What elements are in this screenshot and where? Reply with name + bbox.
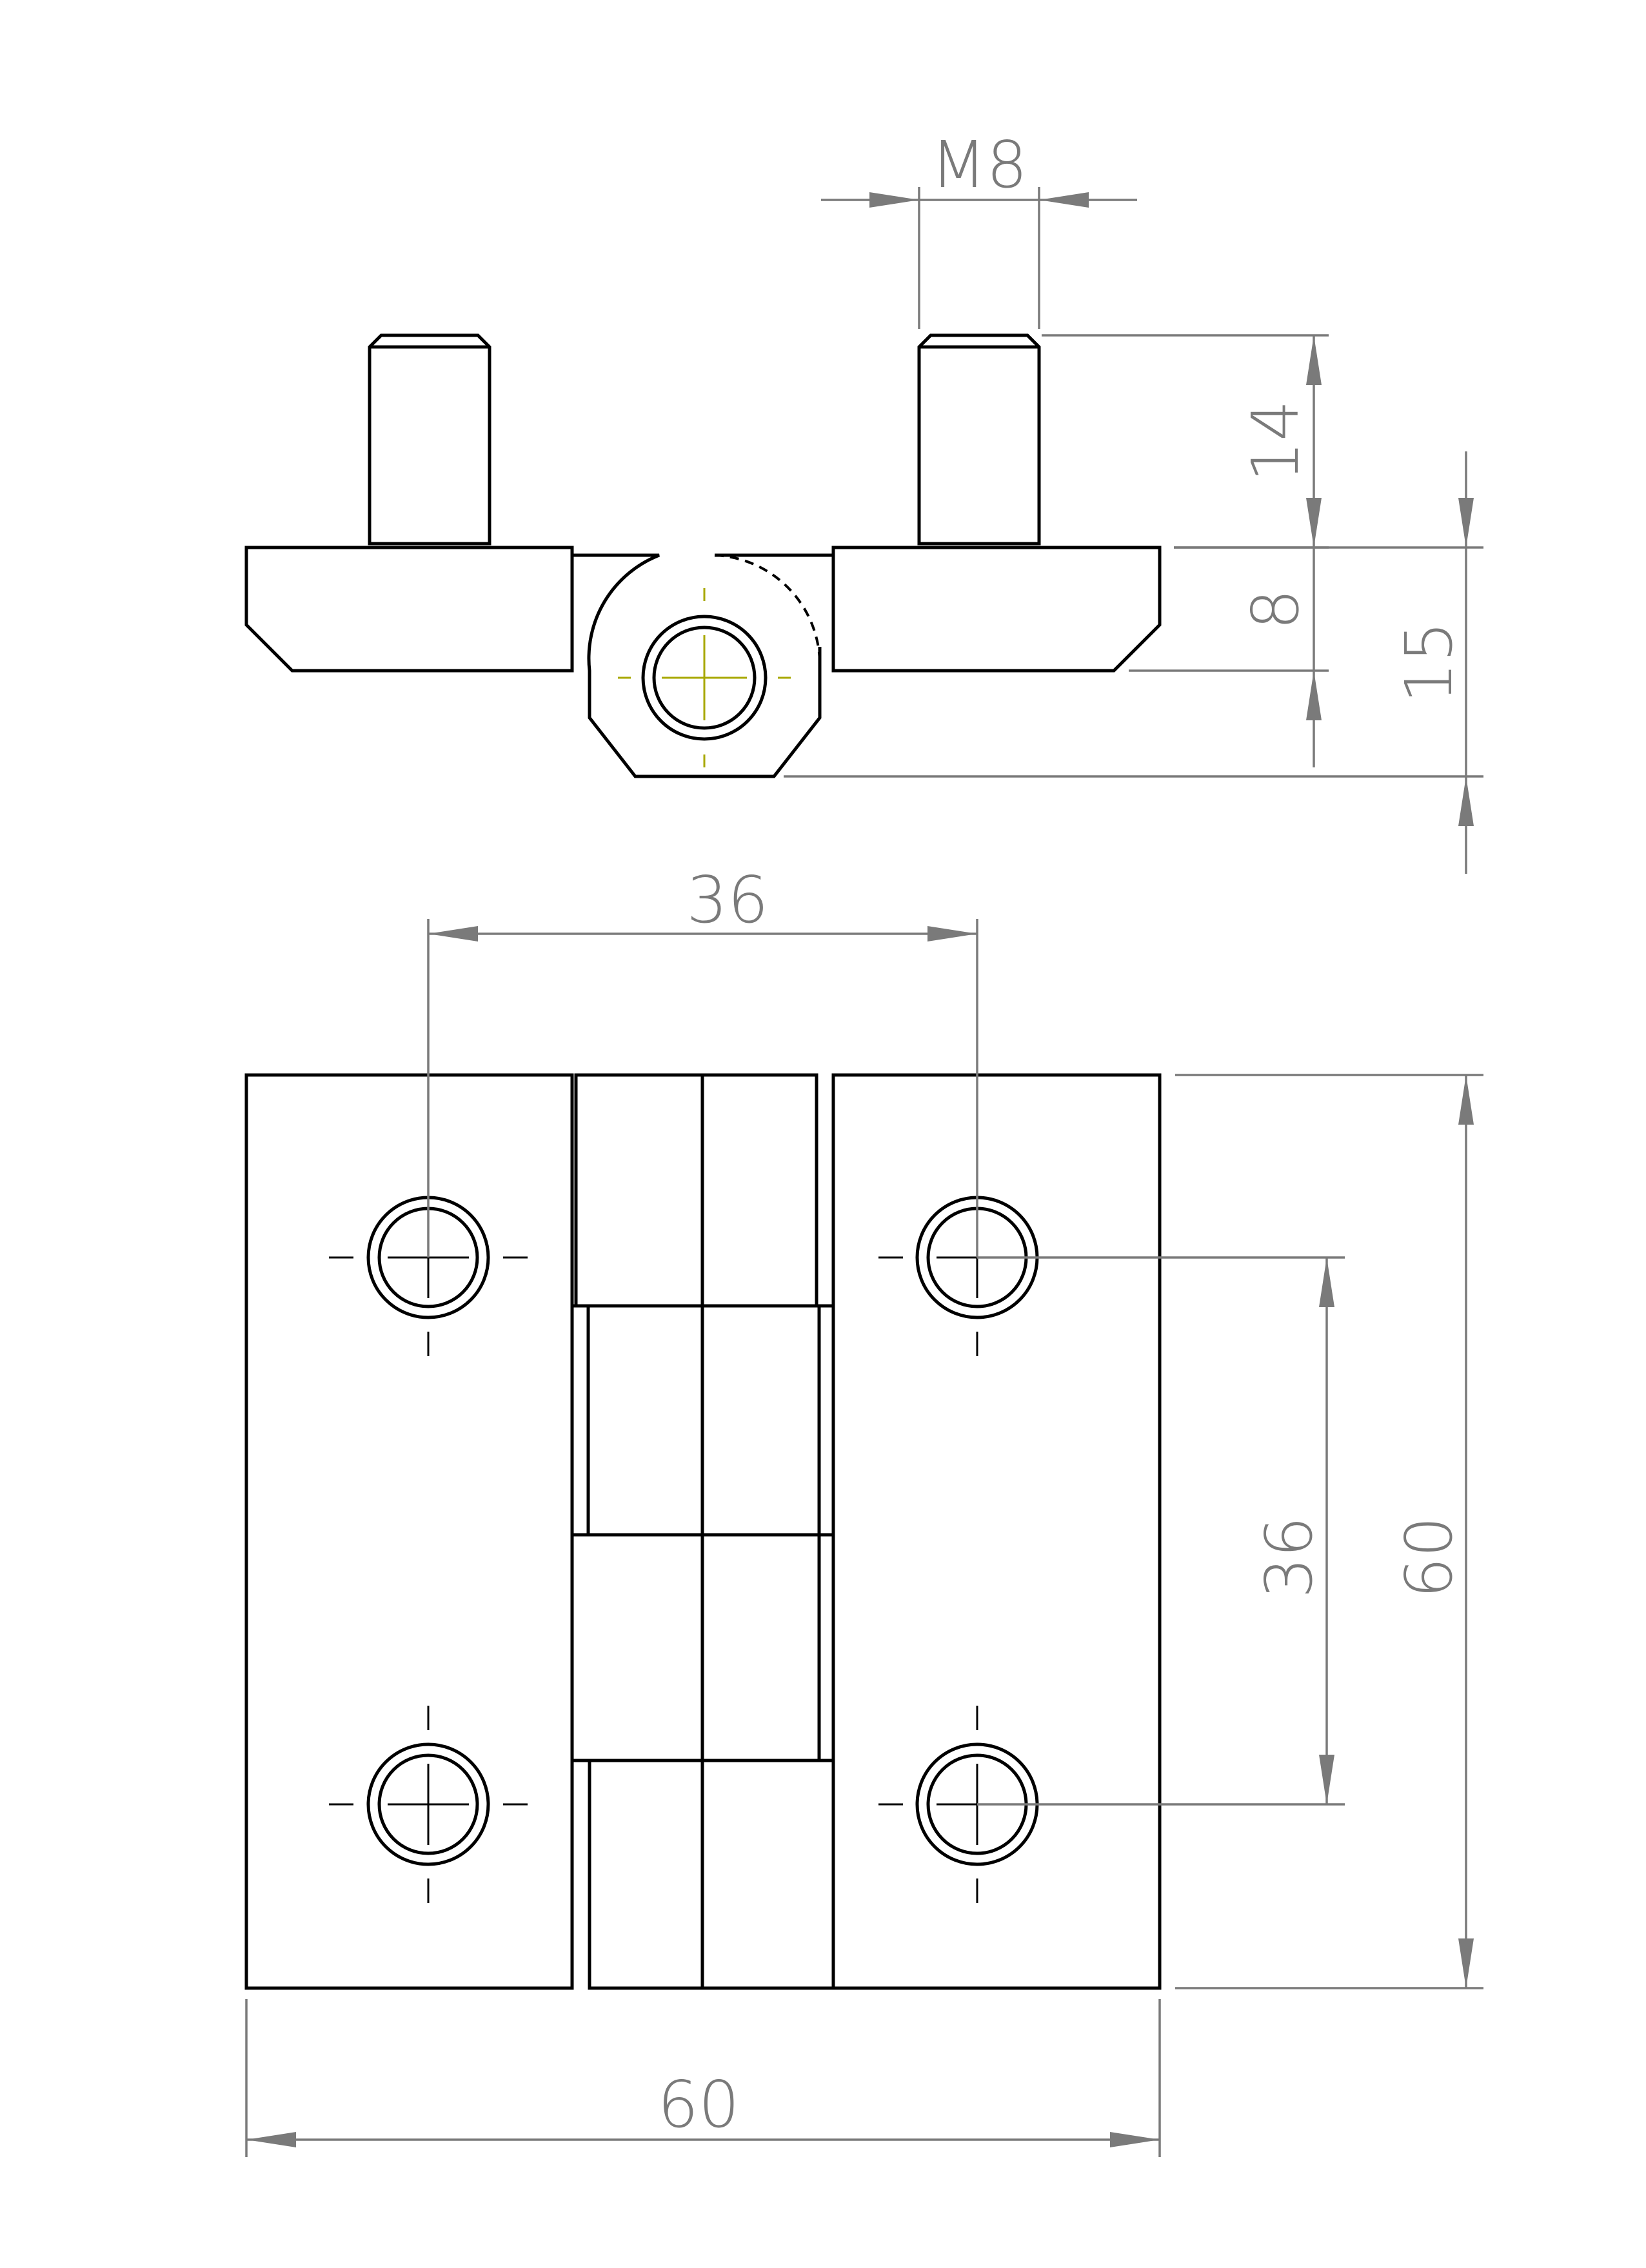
pin-hole-inner xyxy=(652,626,757,730)
mounting-hole-top-right xyxy=(878,1196,1039,1356)
leaf-thickness-label: 8 xyxy=(1238,589,1313,630)
pin-hole-outer xyxy=(641,615,768,741)
front-view xyxy=(244,1073,1162,1990)
overall-width-label: 60 xyxy=(657,2067,739,2142)
hole-spacing-vertical-label: 36 xyxy=(1251,1516,1327,1598)
dimension-thread: M8 xyxy=(821,127,1137,329)
total-height-label: 15 xyxy=(1391,621,1467,703)
overall-height-label: 60 xyxy=(1391,1516,1467,1598)
pin-hole-centerlines xyxy=(618,588,791,767)
dimension-overall-height: 60 xyxy=(1175,1074,1483,1989)
hole-spacing-horizontal-label: 36 xyxy=(686,862,768,938)
knuckle-side xyxy=(572,553,822,778)
dimension-hole-spacing-horizontal: 36 xyxy=(427,862,978,1257)
dimension-total-height: 15 xyxy=(784,451,1483,874)
dimension-hole-spacing-vertical: 36 xyxy=(977,1256,1345,1806)
right-stud xyxy=(917,333,1041,546)
stud-length-label: 14 xyxy=(1238,400,1313,482)
thread-label: M8 xyxy=(931,127,1027,202)
left-leaf-side xyxy=(244,546,574,673)
dimension-leaf-thickness: 8 xyxy=(1129,546,1329,767)
dimension-stud-length: 14 xyxy=(1042,334,1329,547)
mounting-hole-bottom-left xyxy=(329,1706,528,1903)
middle-knuckle-lower xyxy=(570,1533,835,1762)
knuckle-column xyxy=(570,1073,835,1990)
hidden-knuckle-edge xyxy=(714,554,821,665)
dimension-overall-width: 60 xyxy=(245,1999,1161,2157)
left-stud xyxy=(368,333,491,546)
right-leaf-side xyxy=(831,546,1162,673)
side-view xyxy=(244,333,1162,778)
